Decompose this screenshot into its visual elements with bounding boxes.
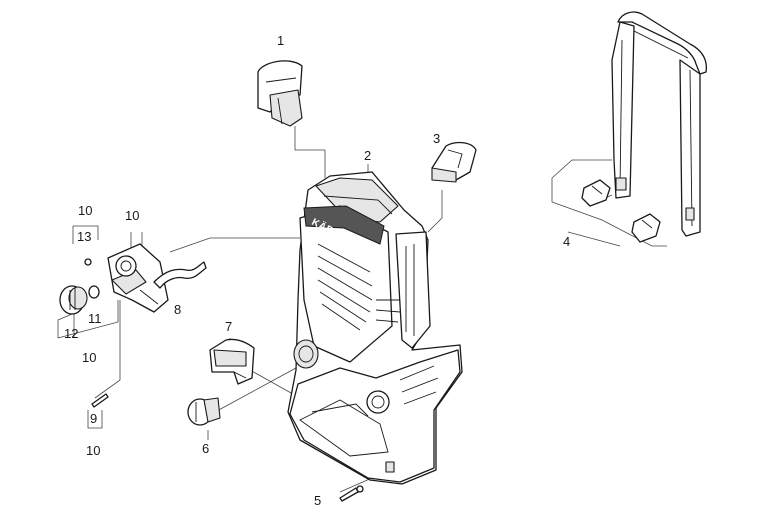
callout-2: 2 <box>364 148 371 163</box>
part-9-screw <box>91 393 109 408</box>
callout-13: 13 <box>77 229 91 244</box>
callout-3: 3 <box>433 131 440 146</box>
part-3-clip <box>431 141 477 183</box>
callout-6: 6 <box>202 441 209 456</box>
callout-12: 12 <box>64 326 78 341</box>
part-12-knob <box>59 285 88 315</box>
callout-1: 1 <box>277 33 284 48</box>
part-6-knob <box>187 397 221 426</box>
callout-8: 8 <box>174 302 181 317</box>
callout-11: 11 <box>88 311 102 326</box>
callout-10-top-left: 10 <box>78 203 92 218</box>
part-4-handle <box>581 11 708 243</box>
callout-9: 9 <box>90 411 97 426</box>
part-7-holder <box>209 338 255 385</box>
callout-7: 7 <box>225 319 232 334</box>
front-grille <box>317 243 373 331</box>
callout-5: 5 <box>314 493 321 508</box>
part-11-washer <box>88 285 100 299</box>
part-8-side-bracket <box>107 243 207 313</box>
part-1-hose-hook <box>257 60 303 127</box>
callout-4: 4 <box>563 234 570 249</box>
callout-10-bottom: 10 <box>86 443 100 458</box>
part-13-small-screw <box>84 258 92 266</box>
callout-labels: 1 2 3 4 5 6 7 8 9 10 10 10 10 11 12 13 <box>64 33 570 508</box>
callout-10-middle: 10 <box>82 350 96 365</box>
callout-10-top-right: 10 <box>125 208 139 223</box>
part-2-main-housing: KÄRCHER <box>287 171 463 485</box>
part-5-screw <box>339 485 364 502</box>
